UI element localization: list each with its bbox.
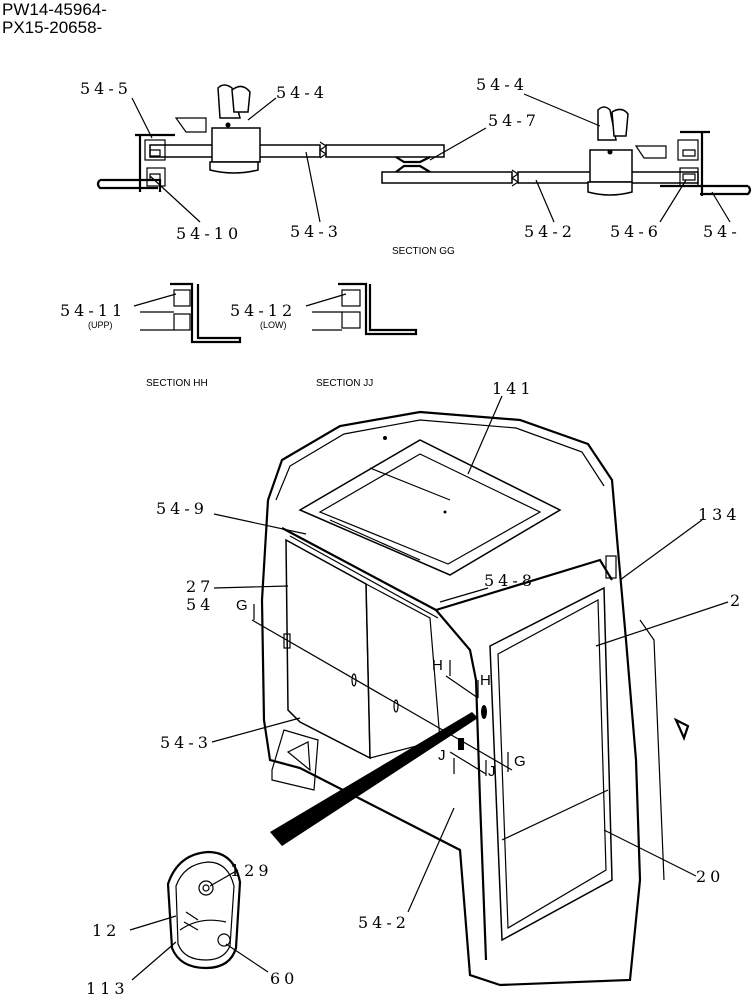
callout-60: 60 (270, 969, 298, 988)
section-hh-title: SECTION HH (146, 378, 208, 389)
callout-54-3-top: 54-3 (290, 222, 342, 241)
cut-letter-h-left: H (432, 657, 443, 674)
callout-12: 12 (92, 921, 120, 940)
section-gg-title: SECTION GG (392, 246, 455, 257)
section-hh-drawing (140, 282, 242, 344)
model-code-1: PW14-45964- (2, 0, 107, 19)
cut-letter-j-right: J (488, 763, 496, 780)
callout-2: 2 (730, 591, 744, 610)
section-gg-drawing (96, 84, 752, 196)
model-code-2: PX15-20658- (2, 18, 103, 37)
callout-54-cut: 54- (703, 222, 741, 241)
callout-129: 129 (230, 861, 273, 880)
callout-20: 20 (696, 867, 724, 886)
callout-113: 113 (86, 979, 129, 998)
cut-letter-j-left: J (438, 747, 446, 764)
callout-54-12: 54-12 (230, 301, 296, 320)
section-gg-leaders (131, 93, 731, 223)
callout-54-10: 54-10 (176, 224, 242, 243)
cut-letter-g-left: G (236, 597, 248, 614)
callout-54-2-cab: 54-2 (358, 913, 410, 932)
cab-leaders (129, 395, 729, 981)
mark-upp: (UPP) (88, 320, 113, 330)
mark-low: (LOW) (260, 320, 287, 330)
callout-54-9: 54-9 (156, 499, 208, 518)
callout-54-5: 54-5 (80, 79, 132, 98)
callout-54-6: 54-6 (610, 222, 662, 241)
section-cut-lines (251, 604, 513, 776)
callout-141: 141 (492, 379, 535, 398)
callout-54-11: 54-11 (60, 301, 126, 320)
callout-54: 54 (186, 595, 214, 614)
callout-54-8: 54-8 (484, 571, 536, 590)
cut-letter-g-right: G (514, 753, 526, 770)
detail-pointer (270, 712, 478, 846)
callout-54-4-right: 54-4 (476, 75, 528, 94)
cab-drawing (260, 410, 690, 987)
callout-54-7: 54-7 (488, 111, 540, 130)
cut-letter-h-right: H (480, 672, 491, 689)
callout-27: 27 (186, 577, 214, 596)
section-jj-title: SECTION JJ (316, 378, 373, 389)
section-jj-drawing (312, 282, 418, 336)
callout-54-4-left: 54-4 (276, 83, 328, 102)
callout-134: 134 (698, 505, 741, 524)
callout-54-3-cab: 54-3 (160, 733, 212, 752)
callout-54-2-top: 54-2 (524, 222, 576, 241)
